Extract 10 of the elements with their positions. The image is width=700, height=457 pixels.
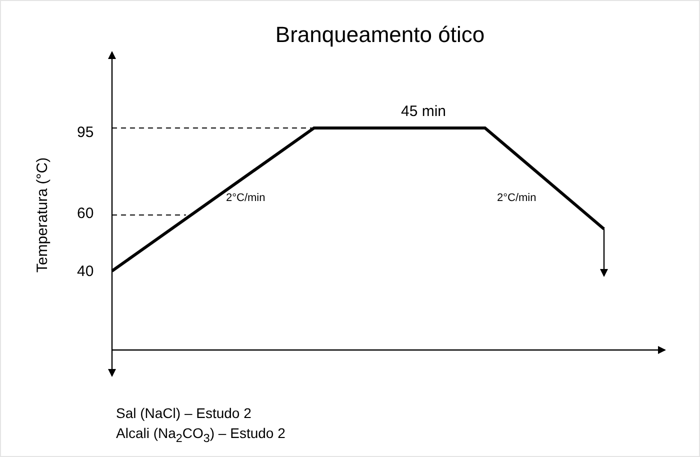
segment-label: 2°C/min [226, 192, 266, 206]
tick-label: 40 [77, 263, 94, 281]
segment-label: 2°C/min [497, 192, 536, 206]
segment-label: 45 min [401, 103, 446, 121]
tick-label: 95 [77, 124, 94, 142]
note: Alcali (Na$_{2}$CO$_{3}$) – Estudo 2 [116, 425, 286, 446]
note: Sal (NaCl) – Estudo 2 [116, 405, 252, 422]
tick-label: 60 [77, 205, 94, 223]
axis-title: Temperatura (°C) [34, 157, 52, 273]
chart-title: Branqueamento ótico [274, 22, 486, 48]
